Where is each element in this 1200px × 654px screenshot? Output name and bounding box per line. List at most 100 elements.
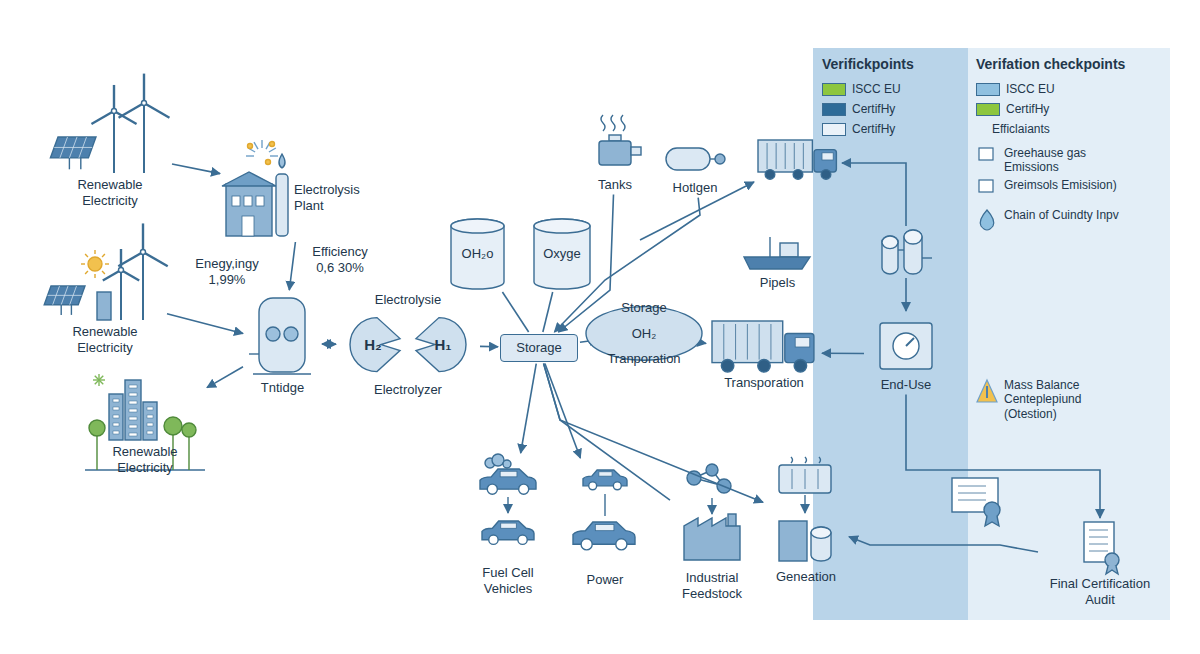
flow-arrow	[322, 343, 336, 345]
illustration-part	[270, 142, 275, 147]
illustration-part	[266, 327, 280, 341]
icon	[712, 321, 814, 372]
flow-arrow	[543, 292, 553, 332]
icon-node: Renewable Electricity	[50, 95, 170, 208]
illustration-part	[85, 254, 88, 257]
illustration-part	[519, 484, 529, 494]
illustration-part	[88, 257, 102, 271]
illustration-part	[780, 243, 798, 257]
node-label: Transporation	[708, 375, 820, 391]
flow-arrow	[849, 537, 1038, 552]
illustration-part	[1105, 553, 1119, 567]
illustration-part	[113, 399, 119, 402]
illustration-part	[256, 196, 264, 206]
shape-node: StorageOH₂Tranporation	[600, 300, 688, 367]
note-label: Enegy,ingy 1,99%	[190, 256, 264, 287]
illustration-part	[269, 148, 276, 152]
node-label: Electrolyzer	[338, 376, 478, 398]
legend-swatch	[976, 103, 1000, 116]
illustration-part	[804, 495, 805, 513]
legend-item: CertifHy	[822, 102, 895, 116]
illustration-part	[113, 431, 119, 434]
illustration-part	[112, 109, 117, 114]
illustration-part	[89, 420, 105, 436]
illustration-part	[793, 170, 803, 180]
illustration-part	[779, 465, 831, 493]
illustration-part	[1106, 566, 1118, 574]
illustration-part	[451, 219, 504, 289]
illustration-part	[142, 252, 144, 320]
illustration-part	[95, 376, 103, 384]
illustration-part	[621, 115, 625, 131]
legend-item: CertifHy	[822, 122, 895, 136]
illustration-part	[249, 353, 259, 354]
illustration-part	[818, 469, 819, 489]
illustration-part	[85, 271, 88, 274]
panel-title: Verifickpoints	[822, 56, 914, 73]
icon-node: Pipels	[740, 235, 815, 291]
node-label: H₂	[338, 314, 408, 376]
shape-node: Oxyge	[533, 218, 591, 290]
illustration-part	[118, 252, 143, 266]
illustration-part	[500, 471, 517, 477]
flow-arrow	[544, 364, 670, 500]
illustration-part	[518, 535, 527, 544]
legend-symbol	[976, 208, 998, 234]
illustration-part	[129, 385, 137, 388]
illustration-part	[147, 415, 153, 418]
node-label: Fuel Cell Vehicles	[472, 565, 544, 596]
illustration-part	[61, 305, 62, 315]
illustration-part	[758, 359, 770, 371]
illustration-part	[141, 250, 146, 255]
icon-node: Renewable Electricity	[45, 240, 165, 355]
icon	[880, 323, 932, 369]
illustration-part	[119, 268, 124, 273]
node-label: Industrial Feedstock	[672, 570, 752, 601]
illustration-part	[811, 527, 831, 561]
illustration-part	[893, 333, 919, 359]
legend-swatch	[822, 103, 846, 116]
illustration-part	[758, 140, 812, 172]
illustration-part	[842, 163, 906, 226]
illustration-part	[819, 457, 821, 463]
illustration-part	[1089, 551, 1108, 552]
icon-node: Renewable Electricity	[85, 372, 205, 475]
legend-swatch	[822, 123, 846, 136]
shape-node: ElectrolysieH₂H₁Electrolyzer	[338, 292, 478, 397]
legend-swatch	[822, 83, 846, 96]
node-label: Renewable Electricity	[85, 444, 205, 475]
illustration-part	[244, 196, 252, 206]
illustration-part	[71, 305, 72, 315]
icon-node: Tanks	[585, 115, 645, 193]
node-label: End-Use	[866, 377, 946, 393]
illustration-part	[715, 154, 725, 164]
legend-item: Mass Balance Centeplepiund (Otestion)	[976, 378, 1106, 421]
illustration-part	[94, 250, 95, 254]
illustration-part	[805, 457, 807, 463]
flow-arrow	[822, 352, 864, 354]
illustration-part	[507, 497, 508, 513]
icon	[952, 478, 1000, 526]
icon	[666, 148, 725, 170]
illustration-part	[113, 111, 115, 173]
illustration-part	[489, 535, 498, 544]
illustration-part	[803, 143, 804, 169]
legend-item: Greimsols Emisision)	[976, 178, 1146, 194]
illustration-part	[980, 210, 994, 230]
illustration-part	[795, 338, 810, 347]
illustration-part	[1089, 537, 1108, 538]
illustration-part	[143, 402, 157, 440]
illustration-part	[129, 433, 137, 436]
flow-arrow	[207, 367, 243, 388]
illustration-part	[666, 148, 710, 170]
illustration-part	[120, 270, 122, 320]
illustration-part	[253, 373, 311, 374]
node-outline	[338, 292, 478, 397]
icon	[573, 470, 635, 550]
illustration-part	[284, 327, 298, 341]
illustration-part	[142, 223, 144, 252]
illustration-part	[261, 140, 262, 148]
illustration-part	[147, 431, 153, 434]
process-box: Storage	[500, 334, 578, 362]
verification-panel	[968, 48, 1170, 620]
